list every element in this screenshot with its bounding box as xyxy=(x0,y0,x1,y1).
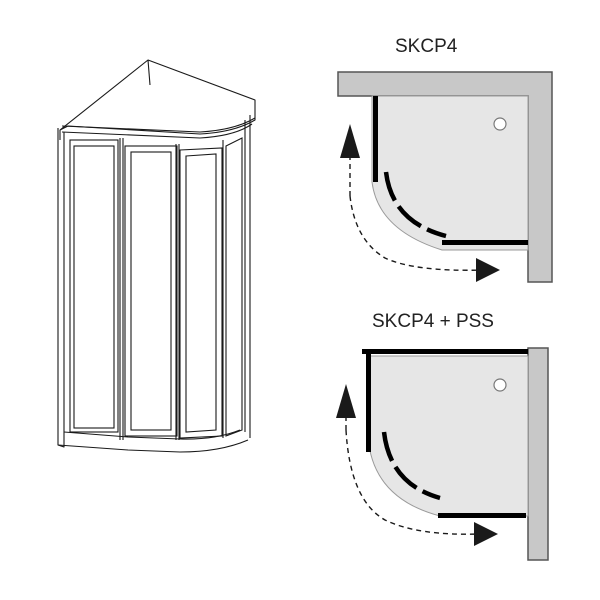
door-swing-arrow-2 xyxy=(345,429,481,535)
fixed-panel-right xyxy=(442,240,528,245)
arrow-up-icon xyxy=(340,124,360,158)
right-fixed-panel xyxy=(225,137,243,437)
door-swing-arrow xyxy=(349,195,490,276)
right-door-panel xyxy=(179,147,223,439)
wall-corner xyxy=(337,71,553,283)
left-fixed-panel xyxy=(69,139,119,433)
sliding-door-curve-2 xyxy=(381,431,441,501)
arrow-up-icon-2 xyxy=(336,384,356,418)
plan-skcp4-pss xyxy=(336,347,549,561)
fixed-panel-right-2 xyxy=(438,513,526,518)
enclosure-left-frame xyxy=(57,128,65,448)
wall-right xyxy=(527,347,549,561)
shower-tray xyxy=(371,95,529,251)
enclosure-top-cap xyxy=(59,59,256,135)
fixed-panel-left xyxy=(373,96,378,182)
enclosure-top-rail xyxy=(61,117,256,133)
arrow-right-icon xyxy=(476,258,500,282)
pss-wall-panel xyxy=(362,349,528,354)
plan-label-skcp4-pss: SKCP4 + PSS xyxy=(372,311,494,332)
sliding-door-curve xyxy=(383,171,447,239)
plan-skcp4 xyxy=(337,71,553,283)
arrow-right-icon-2 xyxy=(474,522,498,546)
plan-label-skcp4: SKCP4 xyxy=(395,36,458,57)
drain-icon-2 xyxy=(493,378,507,392)
enclosure-bottom-rail xyxy=(63,429,241,440)
left-door-panel xyxy=(124,145,178,437)
fixed-panel-left-2 xyxy=(366,354,371,452)
drain-icon xyxy=(493,117,507,131)
